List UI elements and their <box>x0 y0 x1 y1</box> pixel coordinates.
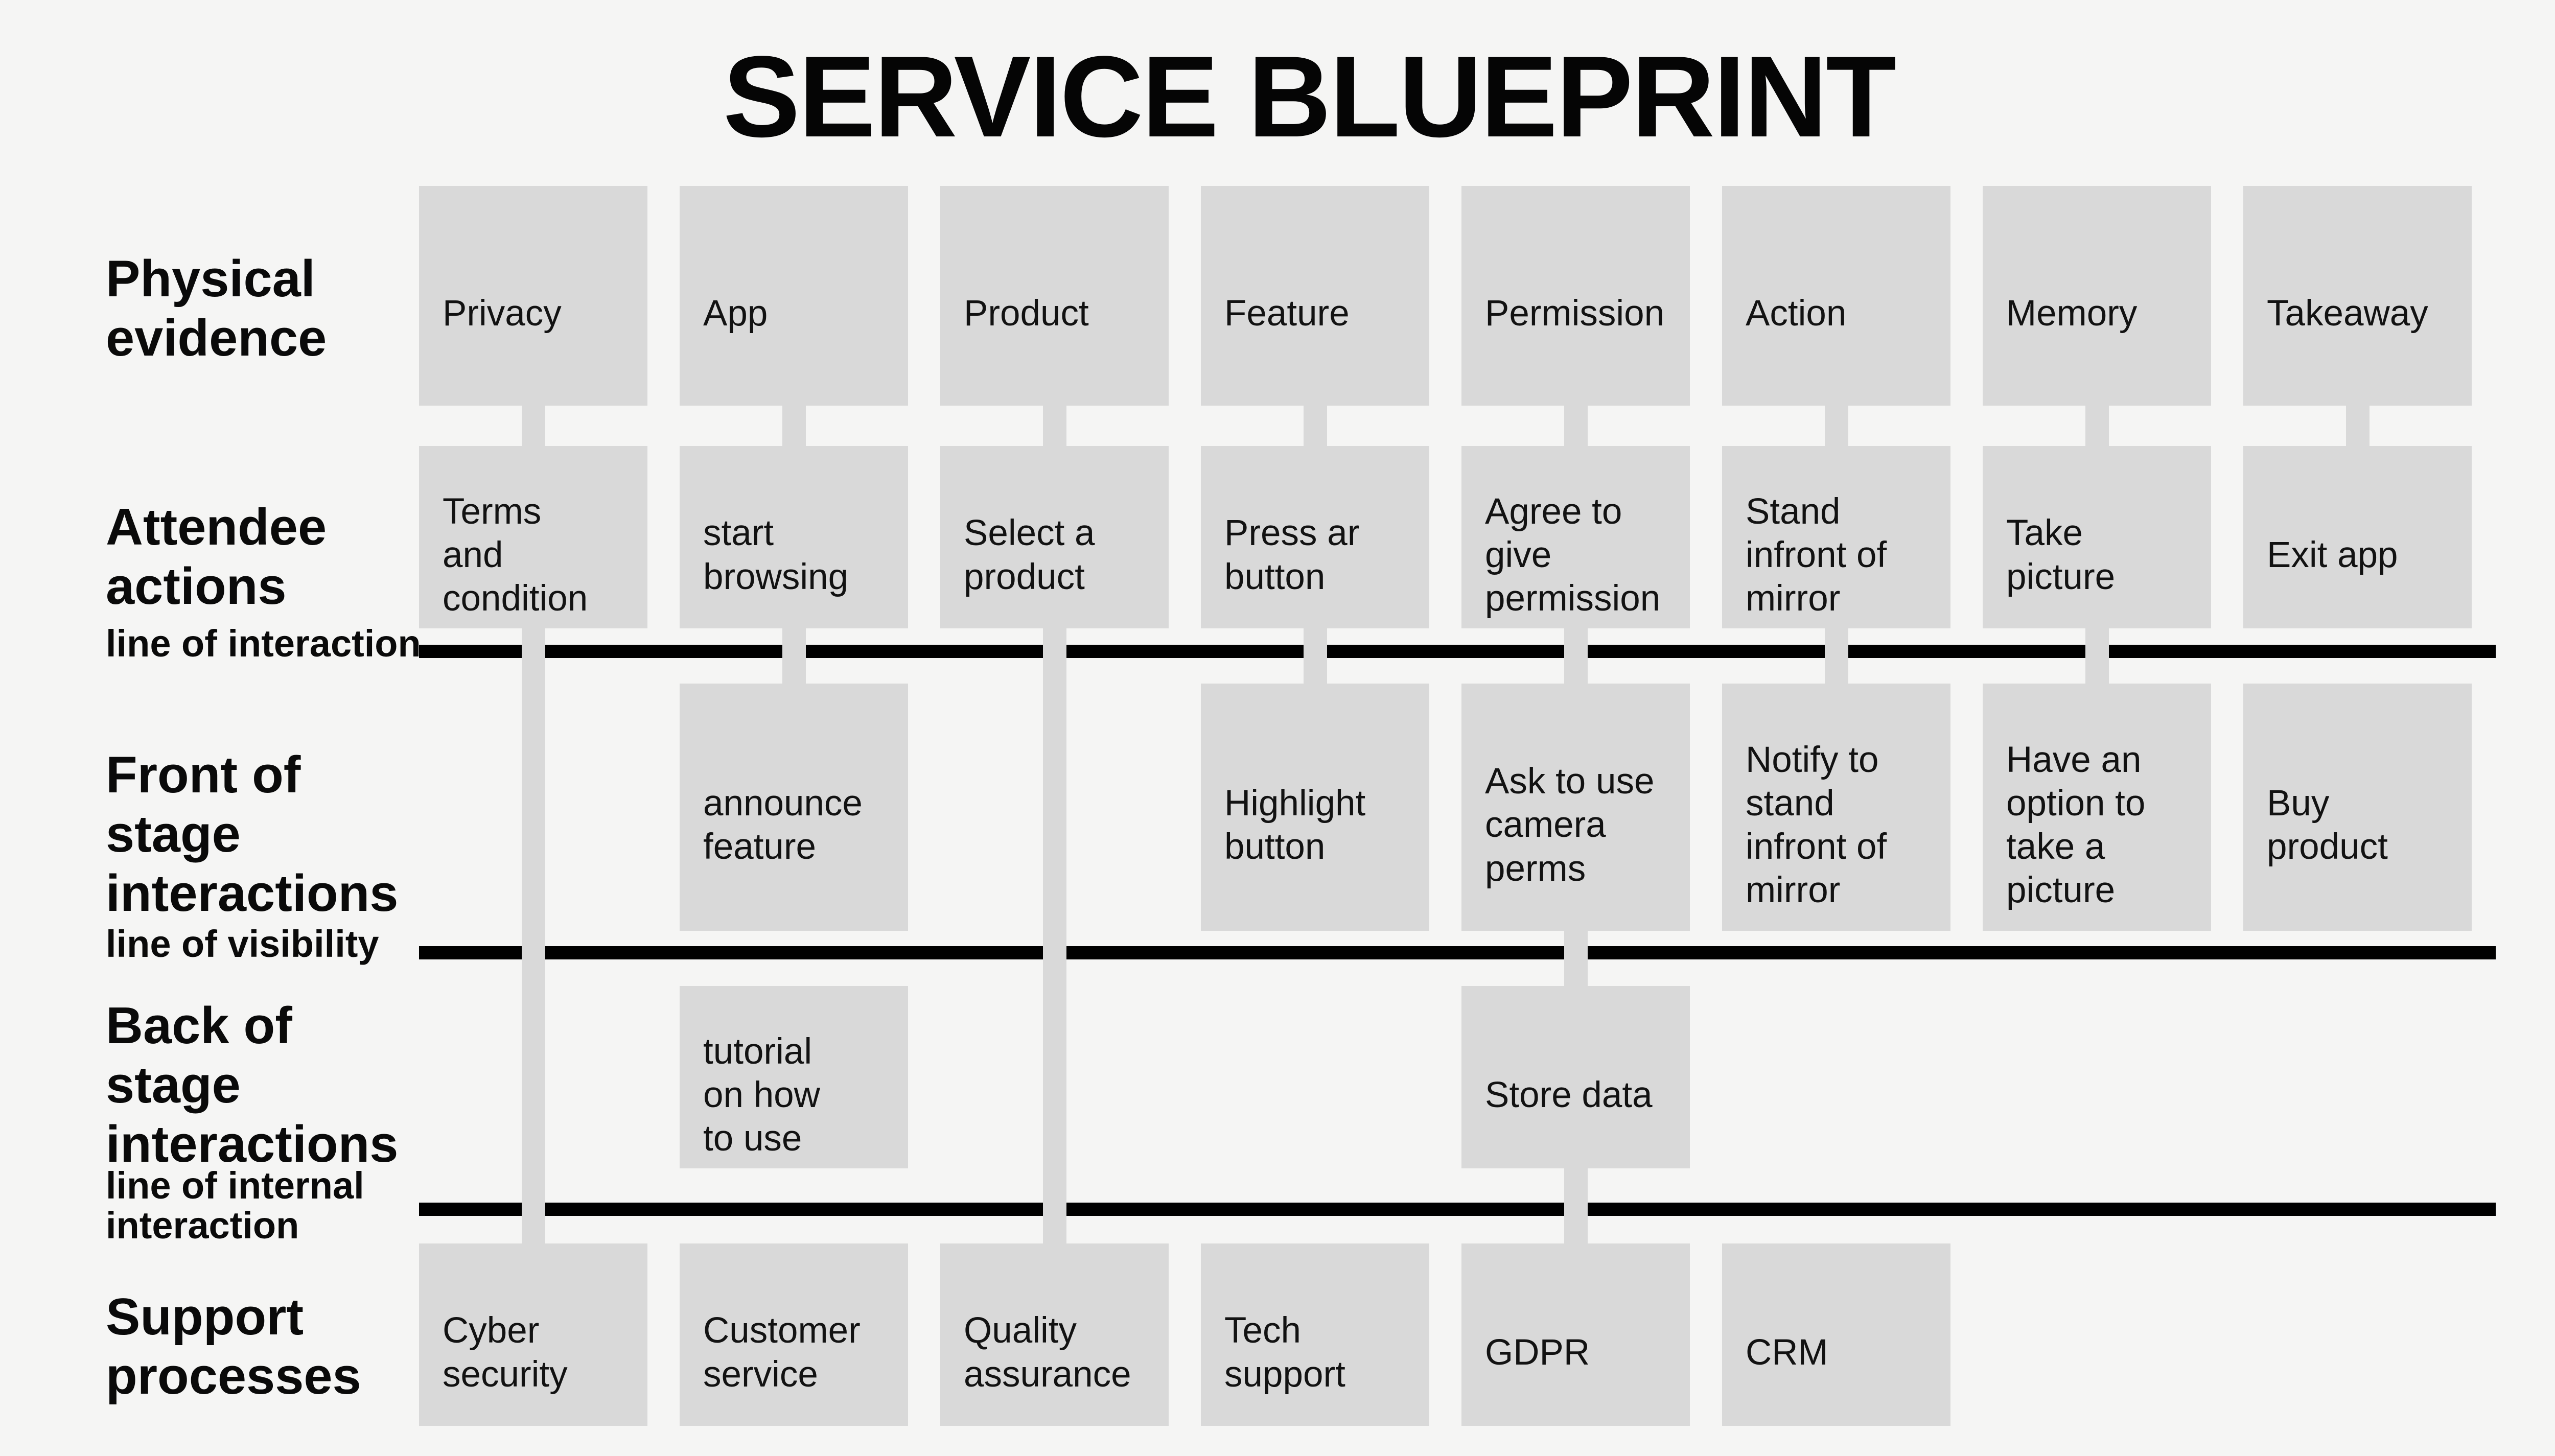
connector-col6-physical-to-attendee <box>1824 406 1848 446</box>
label-line-of-interaction: line of interaction <box>106 622 421 665</box>
box-highlight-button: Highlight button <box>1201 684 1429 931</box>
box-buy-product: Buy product <box>2243 684 2472 931</box>
connector-col5-back-to-support <box>1564 1168 1588 1243</box>
connector-col4-physical-to-attendee <box>1303 406 1327 446</box>
box-tutorial-on-how-to-use: tutorial on how to use <box>680 986 908 1168</box>
box-customer-service: Customer service <box>680 1243 908 1426</box>
box-stand-infront-of-mirror: Stand infront of mirror <box>1722 446 1950 628</box>
box-announce-feature: announce feature <box>680 684 908 931</box>
row-label-attendee-actions: Attendee actions <box>106 499 327 616</box>
box-quality-assurance: Quality assurance <box>940 1243 1169 1426</box>
box-store-data: Store data <box>1461 986 1690 1168</box>
box-action: Action <box>1722 186 1950 406</box>
box-press-ar-button: Press ar button <box>1201 446 1429 628</box>
connector-col3-attendee-to-support <box>1042 628 1066 1243</box>
box-takeaway: Takeaway <box>2243 186 2472 406</box>
box-app: App <box>680 186 908 406</box>
connector-col1-attendee-to-support <box>521 628 545 1243</box>
label-line-of-internal-interaction: line of internal interaction <box>106 1164 364 1247</box>
box-gdpr: GDPR <box>1461 1243 1690 1426</box>
box-crm: CRM <box>1722 1243 1950 1426</box>
box-select-a-product: Select a product <box>940 446 1169 628</box>
connector-col6-attendee-to-front <box>1824 628 1848 684</box>
box-terms-and-condition: Terms and condition <box>419 446 647 628</box>
box-start-browsing: start browsing <box>680 446 908 628</box>
box-memory: Memory <box>1983 186 2211 406</box>
connector-col5-front-to-back <box>1564 931 1588 986</box>
row-label-back-of-stage: Back of stage interactions <box>106 997 399 1173</box>
box-product: Product <box>940 186 1169 406</box>
box-feature: Feature <box>1201 186 1429 406</box>
connector-col2-attendee-to-front <box>782 628 806 684</box>
connector-col5-attendee-to-front <box>1564 628 1588 684</box>
row-label-front-of-stage: Front of stage interactions <box>106 746 399 923</box>
line-of-interaction <box>419 645 2496 658</box>
connector-col3-physical-to-attendee <box>1042 406 1066 446</box>
box-privacy: Privacy <box>419 186 647 406</box>
box-exit-app: Exit app <box>2243 446 2472 628</box>
box-cyber-security: Cyber security <box>419 1243 647 1426</box>
connector-col5-physical-to-attendee <box>1564 406 1588 446</box>
line-of-visibility <box>419 946 2496 959</box>
box-tech-support: Tech support <box>1201 1243 1429 1426</box>
connector-col4-attendee-to-front <box>1303 628 1327 684</box>
connector-col7-physical-to-attendee <box>2085 406 2109 446</box>
box-notify-to-stand-infront-of-mirror: Notify to stand infront of mirror <box>1722 684 1950 931</box>
box-ask-to-use-camera-perms: Ask to use camera perms <box>1461 684 1690 931</box>
connector-col7-attendee-to-front <box>2085 628 2109 684</box>
box-agree-to-give-permission: Agree to give permission <box>1461 446 1690 628</box>
connector-col8-physical-to-attendee <box>2345 406 2370 446</box>
box-permission: Permission <box>1461 186 1690 406</box>
connector-col2-physical-to-attendee <box>782 406 806 446</box>
box-take-picture: Take picture <box>1983 446 2211 628</box>
line-of-internal-interaction <box>419 1203 2496 1216</box>
row-label-support-processes: Support processes <box>106 1288 361 1405</box>
connector-col1-physical-to-attendee <box>521 406 545 446</box>
label-line-of-visibility: line of visibility <box>106 923 379 965</box>
page-title: SERVICE BLUEPRINT <box>723 32 1896 161</box>
row-label-physical-evidence: Physical evidence <box>106 250 327 367</box>
box-have-an-option-to-take-a-picture: Have an option to take a picture <box>1983 684 2211 931</box>
